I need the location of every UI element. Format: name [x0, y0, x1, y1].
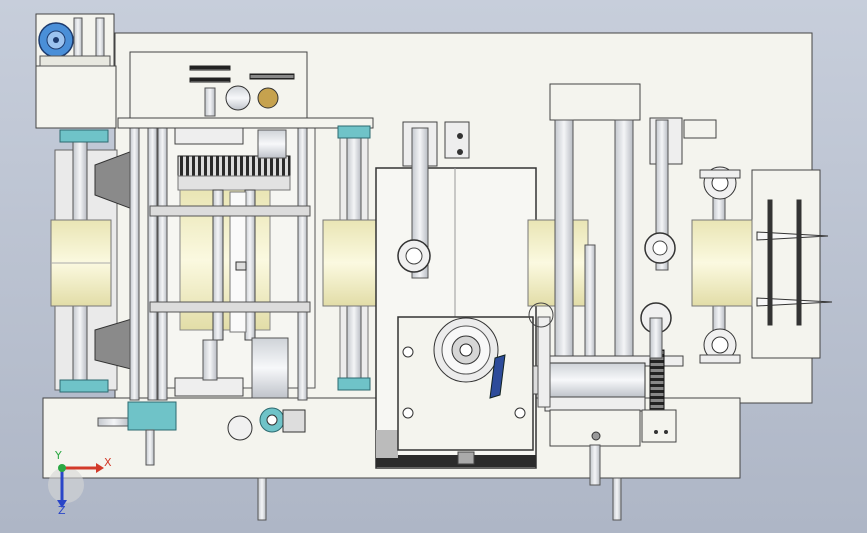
pneumatic-cylinder — [544, 362, 646, 398]
left-roller-station[interactable] — [50, 129, 136, 393]
y-axis-dot — [58, 464, 66, 472]
support-legs — [257, 477, 622, 521]
gearbox-top-plate — [129, 51, 308, 119]
middle-roller-station[interactable] — [322, 125, 384, 391]
exit-roller-station[interactable] — [691, 166, 753, 364]
left-guide-plates — [94, 149, 136, 371]
upper-gear-rack — [177, 155, 291, 177]
x-axis-label: X — [104, 456, 112, 469]
z-axis-label: Z — [58, 504, 66, 517]
cross-slide-assembly[interactable] — [129, 124, 316, 401]
vertical-rack[interactable] — [641, 349, 677, 443]
drive-motor-housing[interactable] — [397, 316, 534, 465]
right-shaft-assembly[interactable] — [640, 117, 717, 359]
right-feed-table — [751, 169, 821, 359]
coordinate-triad: X Y Z — [48, 449, 112, 517]
y-axis-label: Y — [54, 449, 62, 462]
gearbox-gears[interactable] — [117, 65, 374, 129]
feed-table-blades — [756, 199, 833, 326]
exit-roller — [691, 219, 753, 307]
motor-mount-box — [35, 65, 117, 129]
middle-roller — [322, 219, 384, 307]
top-right-block — [549, 83, 641, 121]
lower-cylinder — [251, 337, 289, 399]
bottom-actuators[interactable] — [97, 401, 306, 466]
right-roller-station[interactable] — [527, 119, 684, 486]
top-left-motor[interactable] — [35, 13, 115, 67]
